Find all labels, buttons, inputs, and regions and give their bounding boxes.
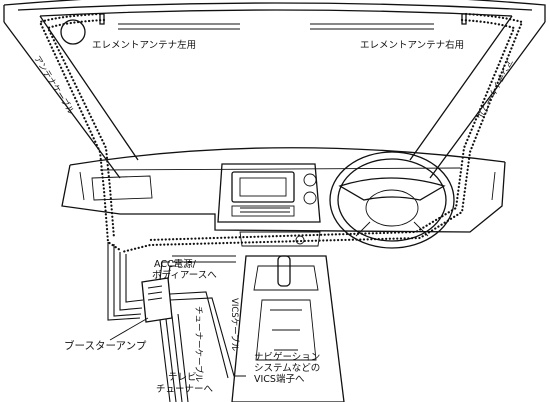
dashboard <box>61 147 506 247</box>
label-acc-power-2: ボディアースへ <box>152 269 217 281</box>
label-booster-amp: ブースターアンプ <box>64 339 147 352</box>
center-console <box>172 255 345 402</box>
label-antenna-cable-left: アンテナケーブル <box>31 54 76 117</box>
label-acc-power-1: ACC電源/ <box>154 259 197 270</box>
label-navi-2: システムなどの <box>254 363 320 374</box>
label-navi-3: VICS端子へ <box>254 373 305 385</box>
label-antenna-cable-right: アンテナケーブル <box>474 57 515 122</box>
label-tv-tuner-2: チューナーへ <box>156 384 214 395</box>
antenna-element-left-icon <box>99 13 105 25</box>
booster-amp-box <box>141 277 173 323</box>
label-tv-tuner-1: テレビ <box>168 372 197 383</box>
label-navi-1: ナビゲーション <box>254 351 320 363</box>
rearview-mirror <box>60 19 86 45</box>
label-tuner-cable: チューナーケーブル <box>193 306 204 382</box>
steering-wheel <box>329 151 455 249</box>
booster-cables <box>107 242 246 402</box>
antenna-element-right-icon <box>461 13 467 25</box>
label-vics-cable: VICSケーブル <box>229 298 240 352</box>
label-element-antenna-right: エレメントアンテナ右用 <box>360 39 464 51</box>
label-element-antenna-left: エレメントアンテナ左用 <box>92 39 196 51</box>
